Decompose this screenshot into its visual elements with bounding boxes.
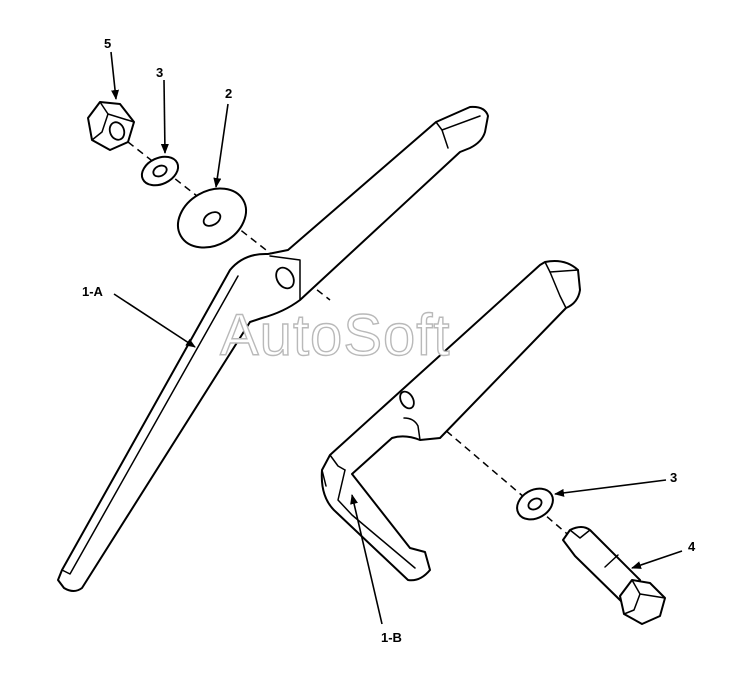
lock-washer-3-top bbox=[140, 155, 180, 187]
leader-lines bbox=[110, 51, 683, 625]
hex-nut-5 bbox=[87, 101, 135, 151]
leader-3-top bbox=[160, 79, 169, 154]
callout-3-top: 3 bbox=[156, 65, 163, 80]
watermark-text: AutoSoft bbox=[220, 303, 450, 368]
callout-2: 2 bbox=[225, 86, 232, 101]
leader-4 bbox=[631, 550, 683, 569]
bracket-arm-1a bbox=[57, 105, 489, 592]
leader-1b bbox=[350, 494, 383, 625]
flat-washer-2 bbox=[177, 187, 247, 249]
hex-bolt-4 bbox=[562, 526, 666, 625]
leader-3-right bbox=[554, 479, 667, 497]
bracket-1b bbox=[320, 260, 581, 582]
lock-washer-3-right bbox=[516, 487, 554, 521]
callout-1a: 1-A bbox=[82, 284, 104, 299]
leader-2 bbox=[213, 103, 229, 188]
callout-1b: 1-B bbox=[381, 630, 402, 645]
leader-5 bbox=[110, 51, 120, 100]
leader-1a bbox=[113, 293, 196, 348]
callout-5: 5 bbox=[104, 36, 111, 51]
callout-4: 4 bbox=[688, 539, 696, 554]
callout-3-right: 3 bbox=[670, 470, 677, 485]
